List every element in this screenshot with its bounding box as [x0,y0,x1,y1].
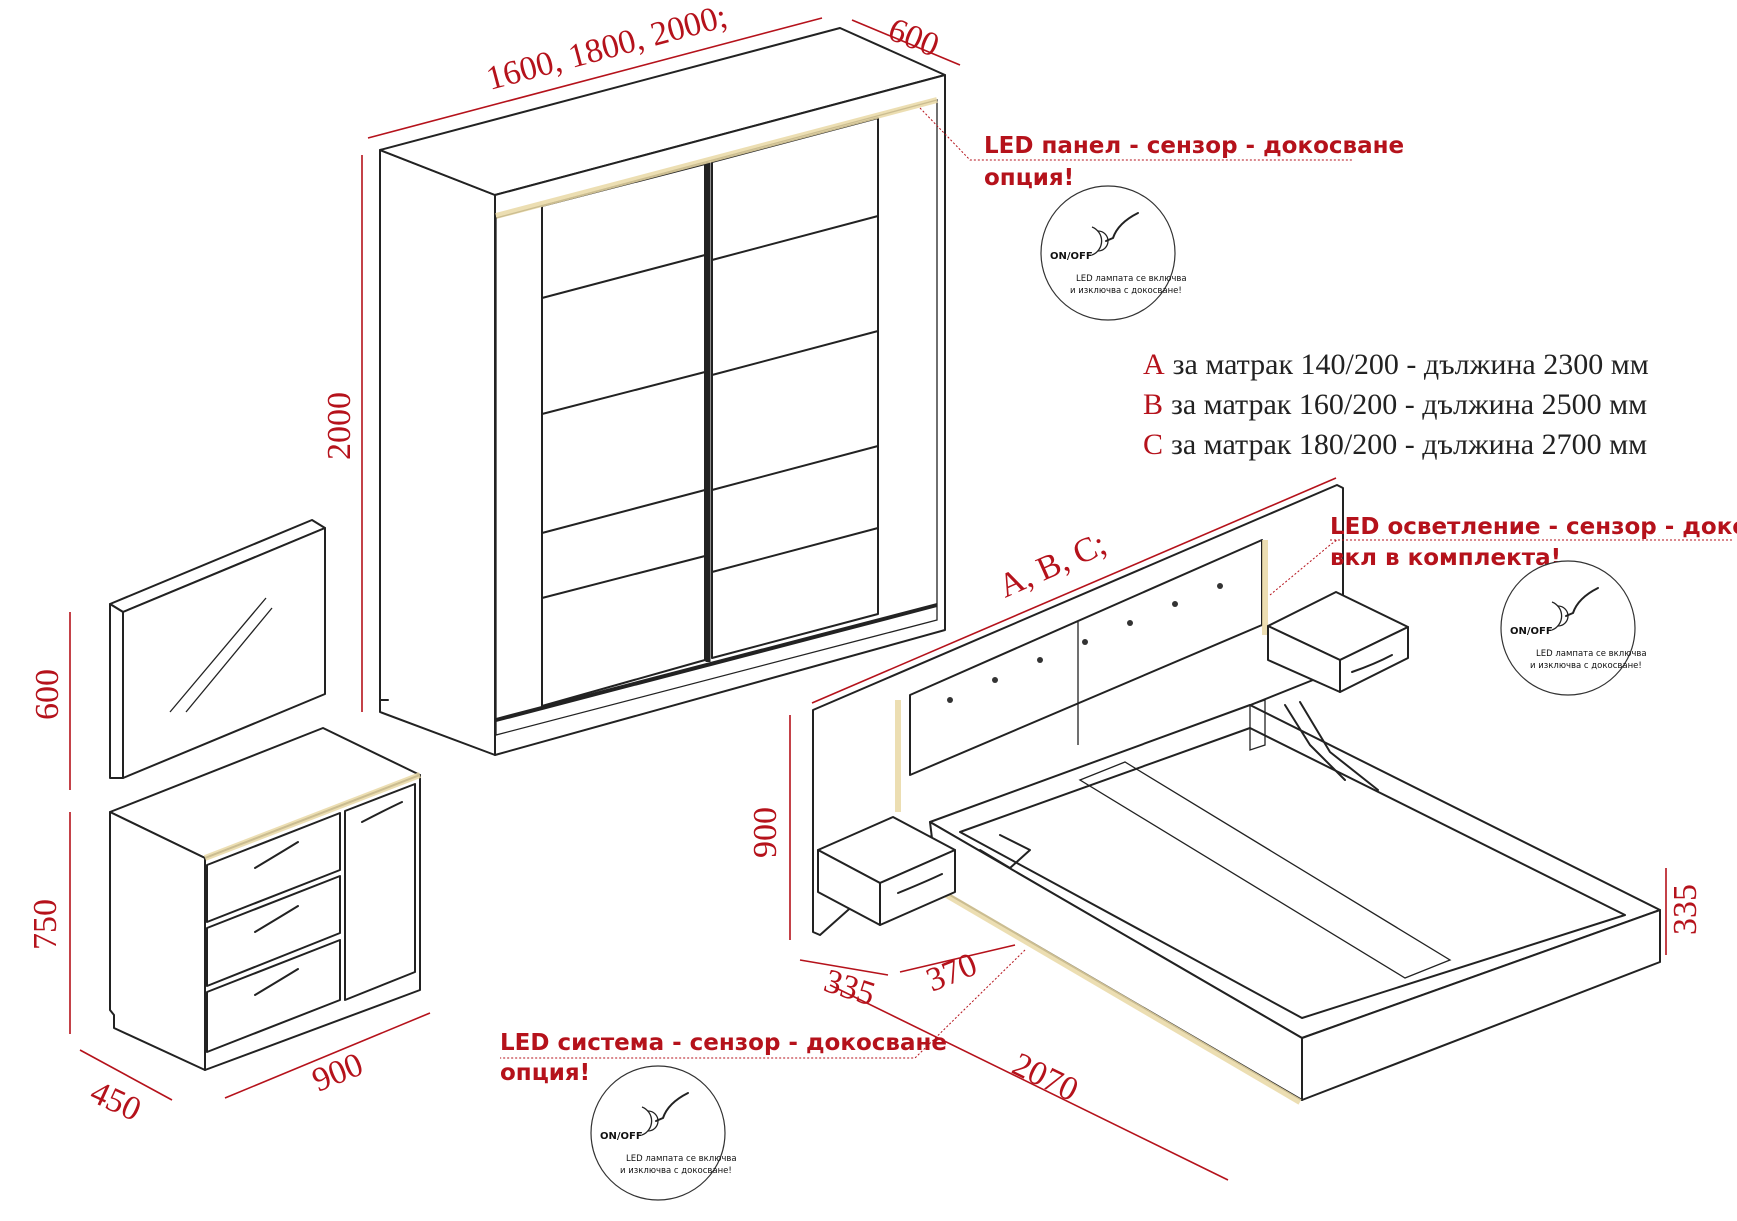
nightstand-gap-dimension-line [899,944,1016,973]
mirror-glass [122,527,326,779]
nightstand-left-front [879,849,956,926]
svg-text:LED лампата се включва: LED лампата се включва [626,1154,737,1164]
dresser-depth-dimension-line [79,1049,173,1101]
dresser-drawing [109,727,422,1071]
mirror-drawing [109,519,326,779]
headboard-led-note-line2: вкл в комплекта! [1330,545,1561,571]
svg-text:ON/OFF: ON/OFF [1510,626,1553,637]
dresser-drawer-3 [206,939,341,1053]
wardrobe-led-note-line1: LED панел - сензор - докосване [984,133,1404,159]
wardrobe-height-label: 2000 [321,392,358,460]
nightstand-width-dimension-line [799,959,889,976]
touch-hand-icon [655,1092,689,1122]
dresser-width-dimension-line [224,1012,431,1099]
sensor-badge-base: ON/OFF LED лампата се включва и изключва… [590,1065,737,1201]
svg-text:и изключва с докосване!: и изключва с докосване! [1530,661,1642,671]
dresser-door [344,783,416,1001]
dresser-width-label: 900 [307,1046,368,1099]
wardrobe-depth-dimension-line [851,19,961,66]
svg-text:и изключва с докосване!: и изключва с докосване! [620,1166,732,1176]
nightstand-right-front [1339,626,1409,693]
svg-text:LED лампата се включва: LED лампата се включва [1536,649,1647,659]
wardrobe-side-panel [379,149,496,756]
nightstand-width-label: 335 [820,962,880,1013]
bed-width-dimension-line [811,477,1337,704]
wardrobe-front [494,74,946,756]
touch-hand-icon [1105,212,1139,242]
touch-hand-icon [1565,587,1599,617]
bed-length-label: 2070 [1006,1046,1083,1109]
svg-text:ON/OFF: ON/OFF [600,1131,643,1142]
mirror-height-label: 600 [29,669,66,720]
dresser-height-label: 750 [27,899,64,950]
dresser-side [109,811,206,1071]
base-led-note-line2: опция! [500,1060,590,1086]
wardrobe-width-dimension-line [367,17,823,139]
svg-text:ON/OFF: ON/OFF [1050,251,1093,262]
wardrobe-led-note-line2: опция! [984,165,1074,191]
bed-length-dimension-line [829,984,1229,1181]
bed-frame-height-label: 335 [1667,884,1704,935]
sensor-badge-headboard: ON/OFF LED лампата се включва и изключва… [1500,560,1647,696]
wardrobe-drawing [379,27,946,756]
svg-text:и изключва с докосване!: и изключва с докосване! [1070,286,1182,296]
bed-headboard-height-label: 900 [747,807,784,858]
base-led-note-line1: LED система - сензор - докосване [500,1030,947,1056]
sensor-badge-wardrobe: ON/OFF LED лампата се включва и изключва… [1040,185,1187,321]
bed-drawing [812,484,1661,1105]
dresser-drawer-1 [206,812,341,923]
headboard-led-note-line1: LED осветление - сензор - докосване [1330,514,1737,540]
bed-center-slat [1078,761,1452,979]
svg-text:LED лампата се включва: LED лампата се включва [1076,274,1187,284]
dresser-drawer-2 [206,875,341,987]
